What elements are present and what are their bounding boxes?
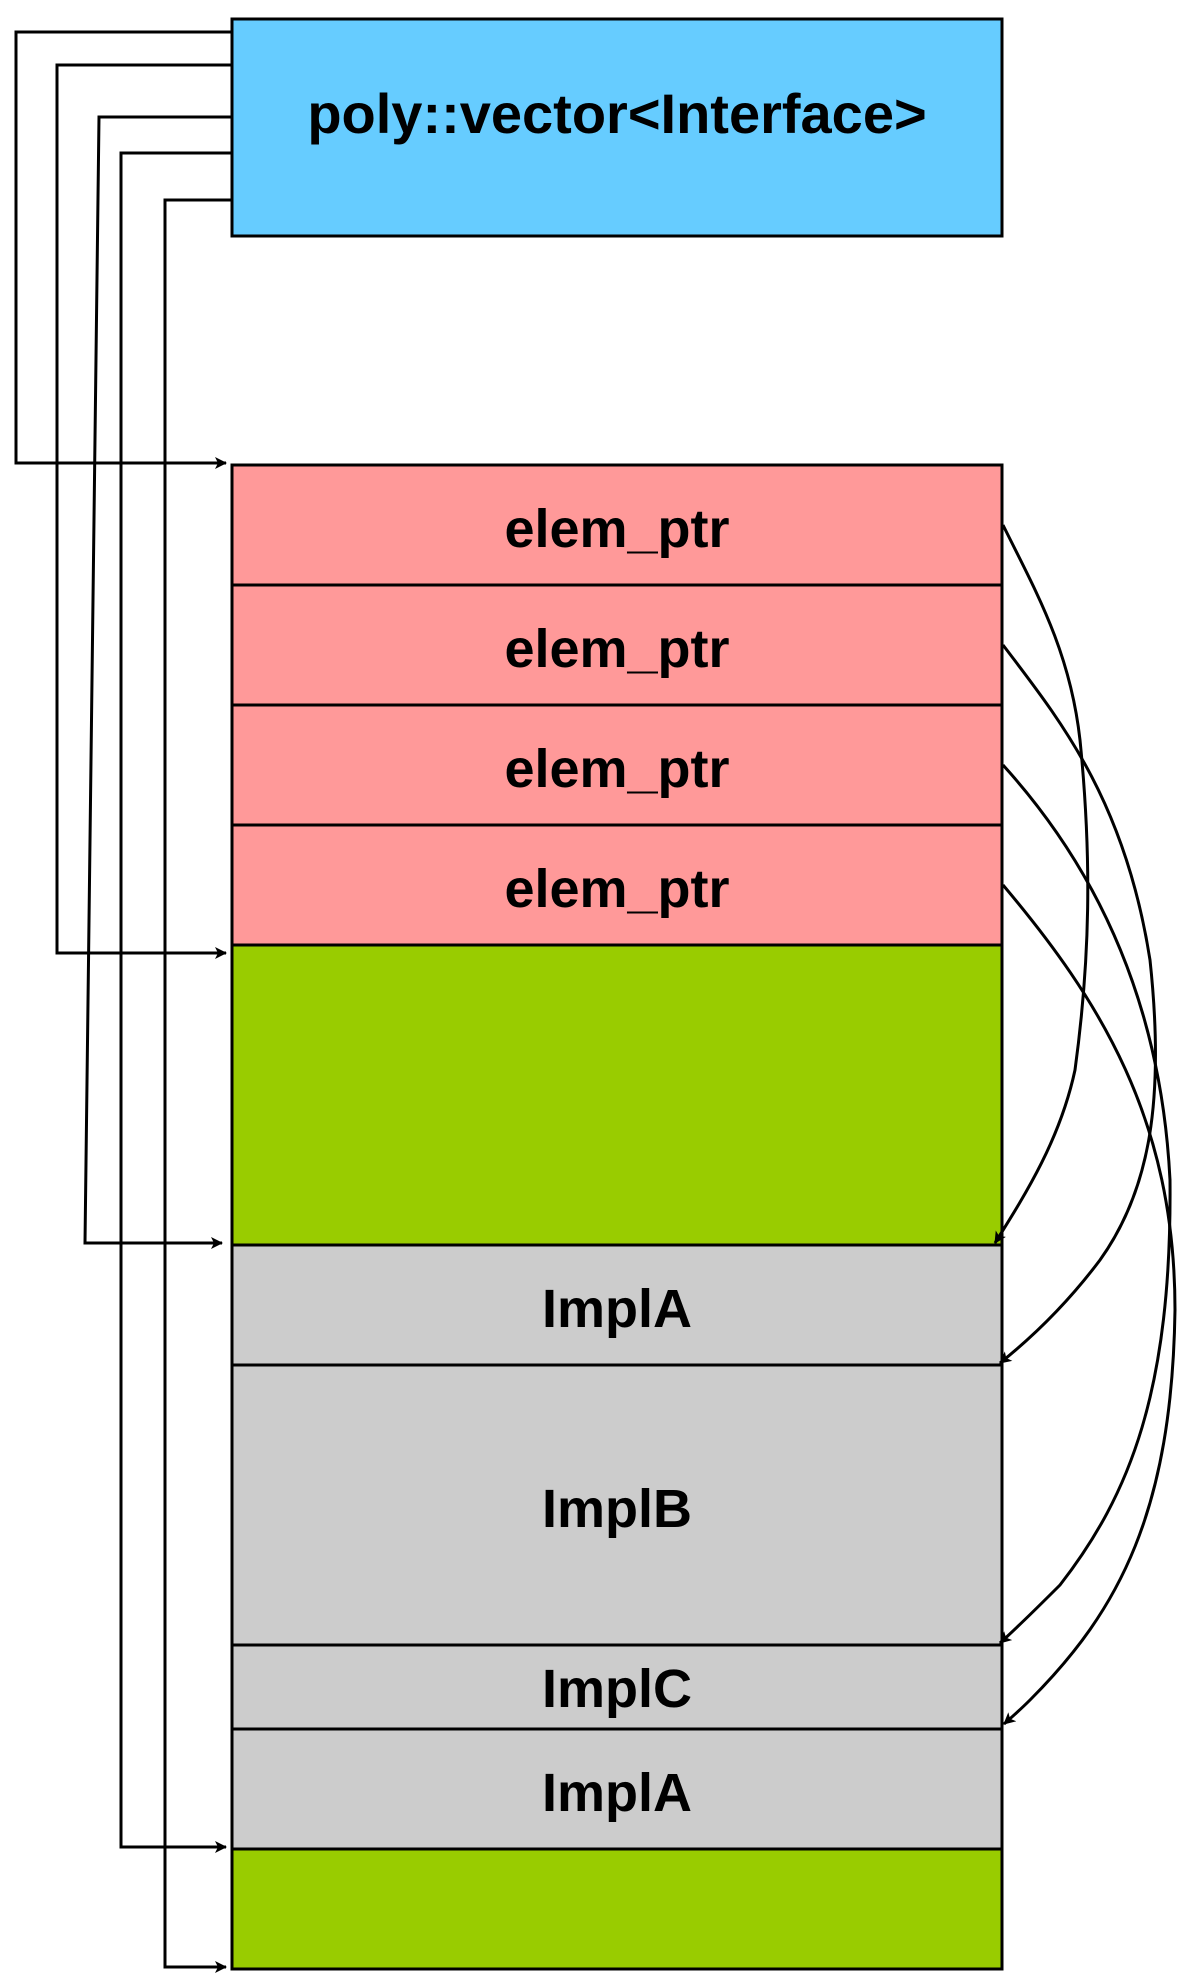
pointer-connectors	[993, 524, 1177, 1726]
storage-block-1-label: ImplB	[542, 1479, 692, 1539]
vector-header-box	[230, 17, 1004, 238]
connector-pointer-3-target	[1001, 884, 1177, 1726]
storage-area: ImplA ImplB ImplC ImplA	[230, 1243, 1004, 1851]
connector-pointer-1-target	[999, 644, 1158, 1365]
storage-block-3-label: ImplA	[542, 1763, 692, 1823]
vector-header: poly::vector<Interface>	[230, 17, 1004, 238]
pointer-slot-0-label: elem_ptr	[504, 499, 729, 559]
pointer-slot-2-label: elem_ptr	[504, 739, 729, 799]
storage-free-space	[230, 1847, 1004, 1971]
pointer-free-space	[230, 943, 1004, 1247]
connector-pointer-0-target	[993, 524, 1090, 1244]
connector-pointer-capacity	[83, 115, 232, 1249]
connector-pointer-end	[55, 63, 232, 959]
pointer-slot-2	[230, 703, 1004, 827]
vector-header-label: poly::vector<Interface>	[307, 82, 926, 145]
pointer-slot-1-label: elem_ptr	[504, 619, 729, 679]
pointer-slot-3-label: elem_ptr	[504, 859, 729, 919]
pointer-slot-1	[230, 583, 1004, 707]
storage-block-2-label: ImplC	[542, 1659, 692, 1719]
storage-block-0-label: ImplA	[542, 1279, 692, 1339]
connector-storage-capacity	[163, 198, 232, 1973]
storage-block-2	[230, 1643, 1004, 1731]
pointer-array: elem_ptr elem_ptr elem_ptr elem_ptr	[230, 463, 1004, 947]
pointer-slot-0	[230, 463, 1004, 587]
connector-pointer-2-target	[998, 763, 1172, 1645]
connector-storage-end	[119, 151, 232, 1853]
header-connectors	[14, 30, 232, 1973]
storage-block-0	[230, 1243, 1004, 1367]
connector-pointer-begin	[14, 30, 232, 469]
